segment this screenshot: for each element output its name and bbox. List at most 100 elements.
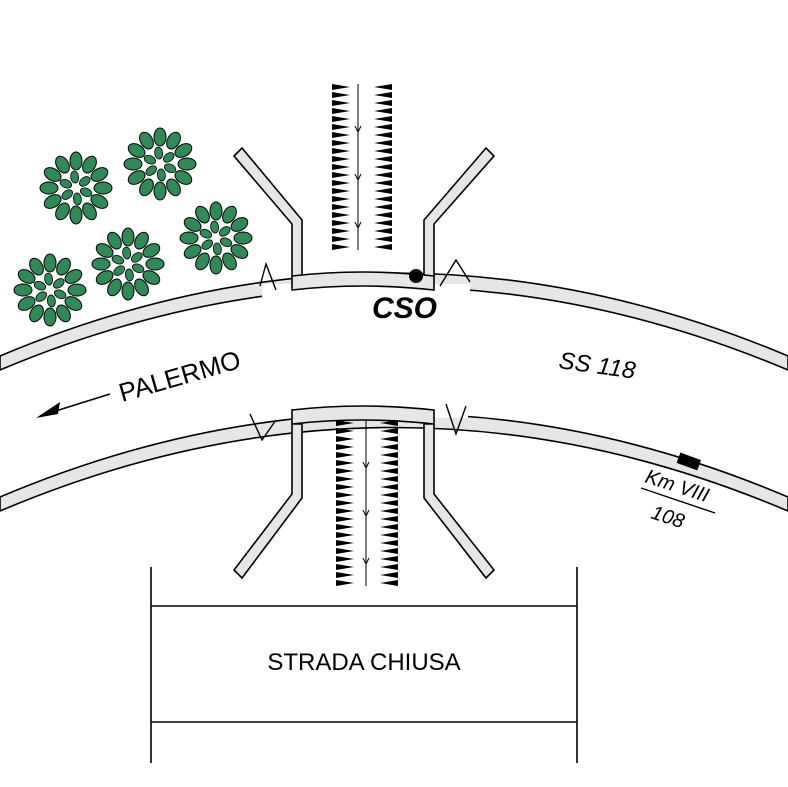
stream-bank-mark	[380, 444, 398, 450]
stream-bank-mark	[332, 188, 350, 194]
road-edge-lower	[0, 412, 788, 512]
stream-bank-mark	[332, 148, 350, 154]
stream-bank-mark	[332, 196, 350, 202]
closed-road	[150, 567, 578, 763]
stream-bank-mark	[380, 492, 398, 498]
stream-bank-mark	[380, 532, 398, 538]
flow-arrow-icon	[354, 221, 362, 230]
stream-bank-mark	[332, 212, 350, 218]
stream-bank-mark	[380, 460, 398, 466]
stream-bank-mark	[332, 180, 350, 186]
tree-icon	[13, 253, 87, 327]
stream-bank-mark	[374, 108, 392, 114]
stream-bank-mark	[336, 444, 354, 450]
stream-bank-mark	[336, 468, 354, 474]
stream-bank-mark	[336, 476, 354, 482]
stream-bank-mark	[332, 156, 350, 162]
stream-bank-mark	[380, 428, 398, 434]
stream-bank-mark	[380, 420, 398, 426]
culvert-upper	[232, 146, 496, 291]
stream-bank-mark	[374, 156, 392, 162]
stream-bank-mark	[374, 116, 392, 122]
stream-bank-mark	[374, 140, 392, 146]
flow-arrow-icon	[362, 461, 370, 470]
stream-bank-mark	[380, 524, 398, 530]
stream-bank-mark	[374, 132, 392, 138]
stream-bank-mark	[332, 220, 350, 226]
stream-bank-mark	[380, 540, 398, 546]
station-dot	[409, 269, 423, 283]
stream-bank-mark	[374, 196, 392, 202]
stream-bank-mark	[336, 500, 354, 506]
stream-bank-mark	[332, 116, 350, 122]
direction-label: PALERMO	[115, 344, 244, 407]
stream-bank-mark	[332, 236, 350, 242]
arrow-left-icon	[36, 393, 111, 418]
stream-bank-mark	[374, 188, 392, 194]
stream-bank-mark	[380, 516, 398, 522]
km-divider	[640, 487, 716, 514]
stream-bank-mark	[336, 436, 354, 442]
stream-bank-mark	[336, 556, 354, 562]
road-name-label: SS 118	[557, 347, 638, 385]
stream-bank-mark	[336, 428, 354, 434]
stream-bank-mark	[380, 564, 398, 570]
stream-bank-mark	[336, 540, 354, 546]
km-marker-block	[676, 452, 702, 471]
stream-bank-mark	[380, 572, 398, 578]
stream-bank-mark	[332, 92, 350, 98]
stream-bank-mark	[374, 148, 392, 154]
stream-bank-mark	[332, 100, 350, 106]
stream-bank-mark	[374, 172, 392, 178]
flow-arrow-icon	[354, 125, 362, 134]
stream-bank-mark	[374, 204, 392, 210]
station-label: CSO	[372, 292, 437, 325]
stream-bank-mark	[336, 564, 354, 570]
stream-bank-mark	[374, 100, 392, 106]
stream-bank-mark	[332, 228, 350, 234]
flow-arrow-icon	[354, 173, 362, 182]
stream-bank-mark	[332, 140, 350, 146]
flow-arrow-icon	[362, 557, 370, 566]
stream-bank-mark	[336, 580, 354, 586]
stream-bank-mark	[336, 484, 354, 490]
stream-bank-mark	[380, 484, 398, 490]
tree-icon	[179, 201, 253, 275]
stream-bank-mark	[336, 452, 354, 458]
stream-bank-mark	[374, 244, 392, 250]
stream-bank-mark	[380, 500, 398, 506]
stream-bank-mark	[336, 420, 354, 426]
stream-bank-mark	[332, 244, 350, 250]
stream-bank-mark	[336, 572, 354, 578]
stream-bank-mark	[380, 580, 398, 586]
stream-bank-mark	[374, 164, 392, 170]
stream-bank-mark	[374, 228, 392, 234]
stream-bank-mark	[336, 492, 354, 498]
stream-bank-mark	[380, 476, 398, 482]
tree-icon	[39, 151, 113, 225]
stream-bank-mark	[374, 84, 392, 90]
stream-bank-mark	[380, 452, 398, 458]
culvert-lower	[232, 403, 496, 580]
stream-bank-mark	[380, 468, 398, 474]
stream-bank-mark	[374, 236, 392, 242]
stream-bank-mark	[336, 548, 354, 554]
stream-bank-mark	[332, 84, 350, 90]
stream-bank-mark	[374, 92, 392, 98]
stream-bank-mark	[332, 124, 350, 130]
stream-lower	[336, 420, 398, 586]
closed-road-label: STRADA CHIUSA	[267, 649, 460, 676]
stream-bank-mark	[380, 548, 398, 554]
stream-bank-mark	[374, 180, 392, 186]
stream-bank-mark	[336, 524, 354, 530]
stream-bank-mark	[374, 124, 392, 130]
stream-bank-mark	[332, 132, 350, 138]
stream-bank-mark	[380, 556, 398, 562]
stream-bank-mark	[374, 220, 392, 226]
stream-bank-mark	[332, 108, 350, 114]
stream-bank-mark	[332, 204, 350, 210]
stream-bank-mark	[336, 508, 354, 514]
stream-bank-mark	[336, 532, 354, 538]
trees-group	[13, 127, 253, 327]
